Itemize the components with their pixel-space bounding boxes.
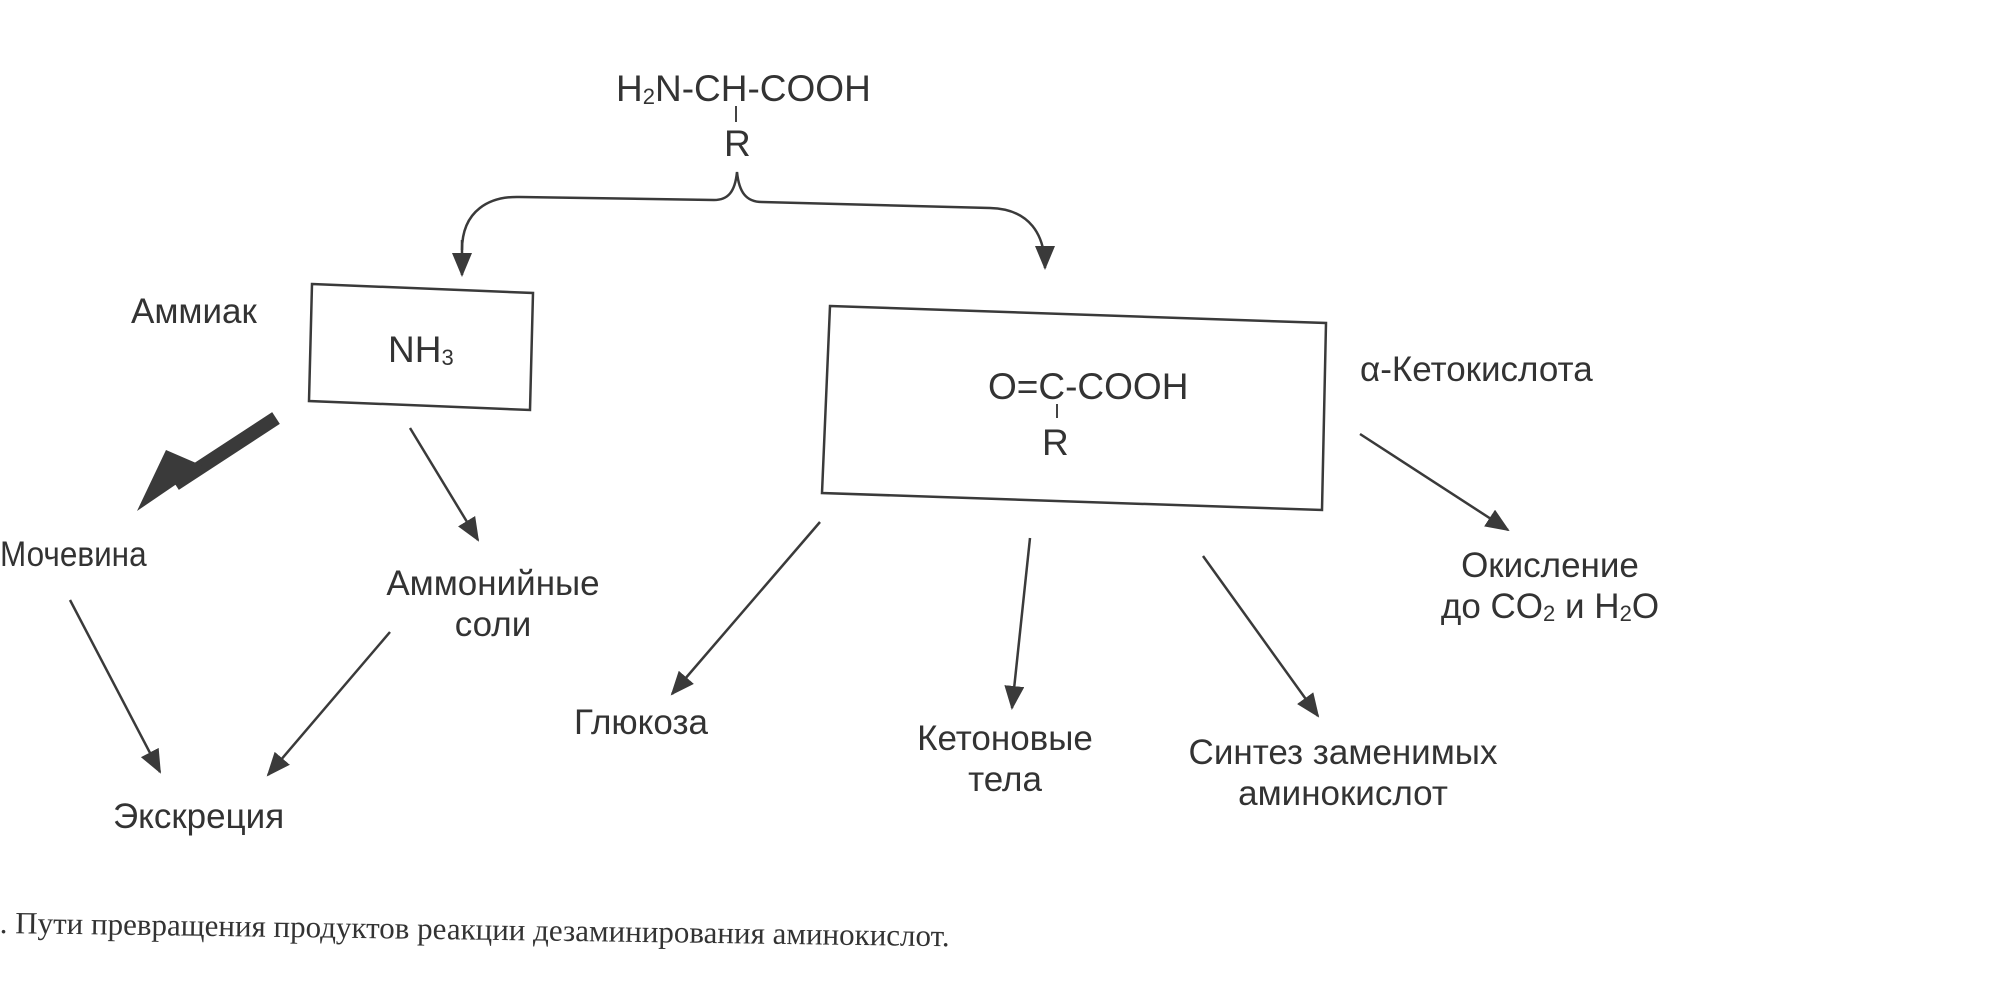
ammonia-formula-sub: 3	[441, 345, 454, 370]
keto-acid-radical: R	[1042, 422, 1069, 463]
synthesis-line-2: аминокислот	[1238, 773, 1448, 813]
ammonia-formula: NH3	[388, 331, 454, 369]
oxidation-label: Окисление до CO2 и H2O	[1410, 546, 1690, 628]
arrow-keto-to-synthesis	[1201, 555, 1320, 718]
arrow-keto-to-oxidation	[1359, 432, 1510, 532]
amino-acid-radical: R	[724, 123, 751, 164]
excretion-label: Экскреция	[113, 797, 285, 836]
ketone-bodies-line-2: тела	[968, 759, 1042, 799]
amino-acid-formula: H2N-CH-COOH	[616, 70, 871, 108]
keto-acid-bond-line	[1056, 404, 1058, 418]
oxidation-line-2: до CO2 и H2O	[1410, 587, 1690, 628]
arrow-salts-to-excretion	[266, 631, 391, 777]
ketone-bodies-label: Кетоновые тела	[880, 719, 1130, 801]
amino-acid-bond-line	[735, 106, 737, 122]
oxidation-prefix: до CO	[1440, 586, 1544, 626]
ketone-bodies-line-1: Кетоновые	[917, 719, 1093, 758]
synthesis-label: Синтез заменимых аминокислот	[1158, 733, 1528, 815]
keto-acid-box	[820, 304, 1328, 512]
keto-acid-label: α-Кетокислота	[1360, 350, 1593, 389]
ammonium-salts-label: Аммонийные соли	[368, 564, 618, 646]
urea-label: Мочевина	[0, 535, 147, 574]
ammonium-salts-line-2: соли	[454, 604, 532, 644]
oxidation-sub-1: 2	[1543, 600, 1556, 626]
glucose-label: Глюкоза	[574, 703, 708, 742]
synthesis-line-1: Синтез заменимых	[1188, 733, 1498, 772]
oxidation-line-1: Окисление	[1461, 546, 1639, 585]
arrow-keto-to-glucose	[670, 521, 821, 696]
split-brace	[460, 171, 1055, 270]
ammonia-formula-main: NH	[388, 329, 442, 370]
amino-acid-formula-h: H	[616, 68, 643, 109]
ammonium-salts-line-1: Аммонийные	[386, 564, 600, 603]
oxidation-sub-2: 2	[1619, 600, 1632, 626]
oxidation-suffix: O	[1631, 586, 1660, 626]
arrow-urea-to-excretion	[68, 599, 162, 774]
urea-thick-arrow-head	[137, 450, 203, 511]
arrow-ammonia-to-salts	[408, 427, 480, 542]
oxidation-mid: и H	[1555, 586, 1620, 626]
amino-acid-formula-rest: N-CH-COOH	[654, 68, 871, 109]
ammonia-label: Аммиак	[131, 292, 257, 331]
arrow-keto-to-ketones	[1004, 537, 1032, 710]
keto-acid-formula: O=C-COOH	[988, 366, 1189, 407]
ammonia-box	[307, 282, 535, 412]
amino-acid-formula-sub: 2	[642, 84, 655, 109]
